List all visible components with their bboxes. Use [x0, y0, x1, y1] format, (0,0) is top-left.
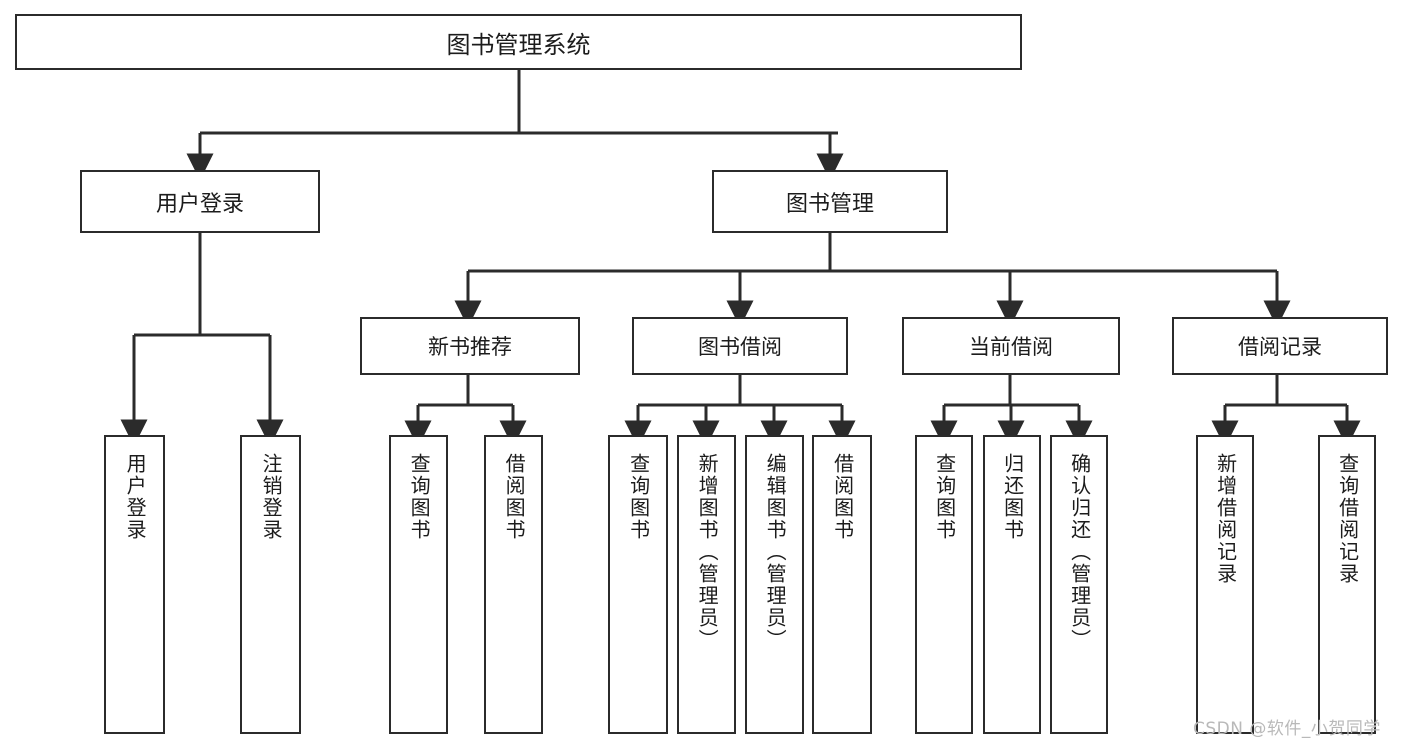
- leaf-label: 新增图书（管理员）: [695, 453, 720, 651]
- leaf-book-borrow-add-book-admin[interactable]: 新增图书（管理员）: [677, 435, 736, 734]
- leaf-label: 查询图书: [626, 453, 651, 541]
- node-label: 新书推荐: [428, 335, 512, 359]
- node-label: 图书借阅: [698, 335, 782, 359]
- leaf-book-borrow-query-book[interactable]: 查询图书: [608, 435, 668, 734]
- node-book-management[interactable]: 图书管理: [712, 170, 948, 233]
- leaf-label: 查询图书: [932, 453, 957, 541]
- node-label: 用户登录: [155, 191, 244, 217]
- leaf-label: 借阅图书: [502, 453, 527, 541]
- csdn-watermark: CSDN @软件_小贺同学: [1193, 714, 1381, 739]
- node-book-borrow[interactable]: 图书借阅: [632, 317, 848, 375]
- leaf-current-borrow-return-book[interactable]: 归还图书: [983, 435, 1041, 734]
- leaf-user-login-logout[interactable]: 注销登录: [240, 435, 301, 734]
- node-root-book-management-system[interactable]: 图书管理系统: [15, 14, 1022, 70]
- node-new-book-recommend[interactable]: 新书推荐: [360, 317, 580, 375]
- leaf-label: 归还图书: [1000, 453, 1025, 541]
- node-label: 借阅记录: [1238, 335, 1322, 359]
- leaf-label: 查询图书: [407, 453, 432, 541]
- node-current-borrow[interactable]: 当前借阅: [902, 317, 1120, 375]
- leaf-label: 借阅图书: [830, 453, 855, 541]
- leaf-label: 新增借阅记录: [1213, 453, 1238, 585]
- leaf-current-borrow-confirm-return-admin[interactable]: 确认归还（管理员）: [1050, 435, 1108, 734]
- leaf-new-book-query-book[interactable]: 查询图书: [389, 435, 448, 734]
- leaf-book-borrow-edit-book-admin[interactable]: 编辑图书（管理员）: [745, 435, 804, 734]
- node-label: 当前借阅: [969, 335, 1053, 359]
- node-borrow-record[interactable]: 借阅记录: [1172, 317, 1388, 375]
- leaf-current-borrow-query-book[interactable]: 查询图书: [915, 435, 973, 734]
- leaf-borrow-record-query-record[interactable]: 查询借阅记录: [1318, 435, 1376, 734]
- watermark-text: CSDN @软件_小贺同学: [1193, 719, 1381, 739]
- leaf-label: 用户登录: [123, 453, 148, 541]
- leaf-user-login-login[interactable]: 用户登录: [104, 435, 165, 734]
- leaf-label: 查询借阅记录: [1335, 453, 1360, 585]
- node-label: 图书管理: [785, 191, 874, 217]
- leaf-borrow-record-add-record[interactable]: 新增借阅记录: [1196, 435, 1254, 734]
- leaf-label: 编辑图书（管理员）: [763, 453, 788, 651]
- leaf-new-book-borrow-book[interactable]: 借阅图书: [484, 435, 543, 734]
- leaf-label: 确认归还（管理员）: [1067, 453, 1092, 651]
- leaf-label: 注销登录: [259, 453, 284, 541]
- leaf-book-borrow-borrow-book[interactable]: 借阅图书: [812, 435, 872, 734]
- node-label: 图书管理系统: [446, 30, 591, 59]
- node-user-login[interactable]: 用户登录: [80, 170, 320, 233]
